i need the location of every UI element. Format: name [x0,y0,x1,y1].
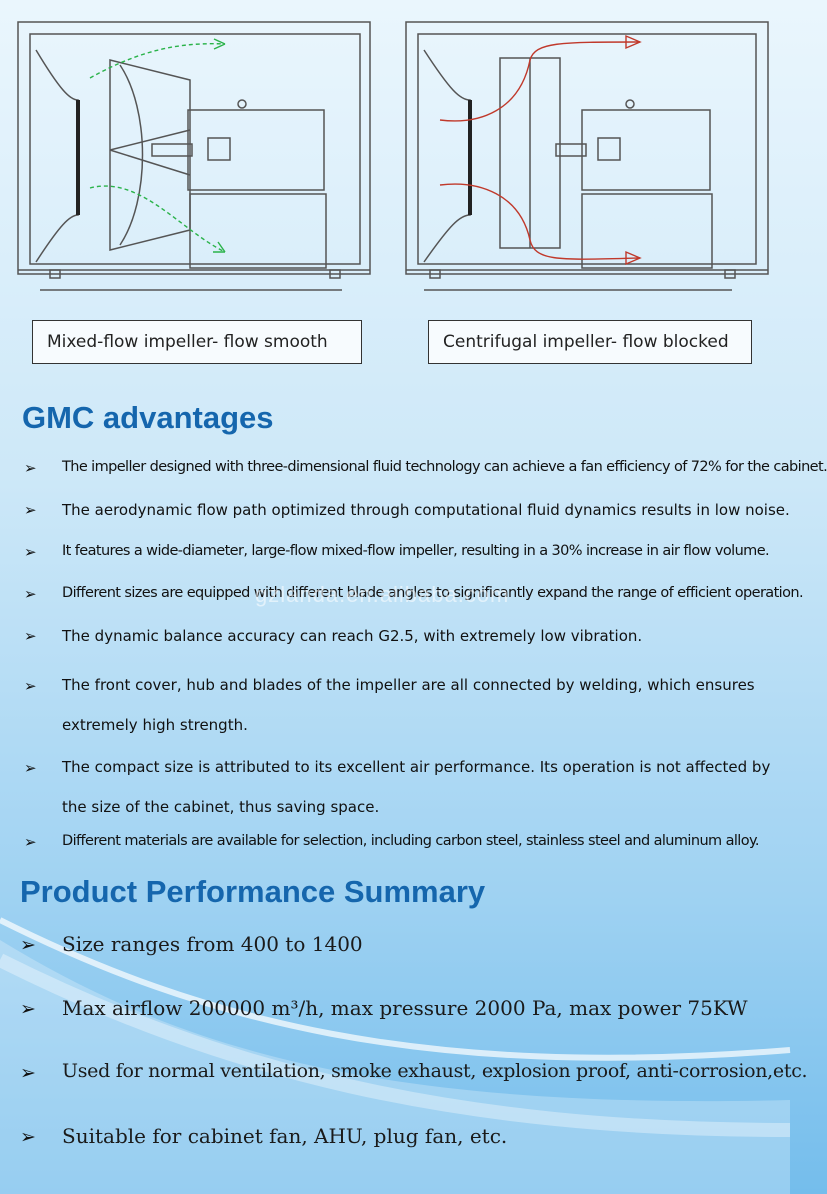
list-item-text: Different materials are available for se… [62,833,760,849]
list-item-text: The front cover, hub and blades of the i… [62,676,755,734]
arrowhead-bullet-icon: ➢ [24,543,37,561]
arrowhead-bullet-icon: ➢ [24,759,37,777]
list-item: ➢ Different sizes are equipped with diff… [0,581,804,623]
mixed-flow-caption: Mixed-flow impeller- flow smooth [32,320,362,364]
performance-summary-title: Product Performance Summary [20,874,486,909]
list-item-text: The dynamic balance accuracy can reach G… [62,627,643,645]
list-item: ➢ Suitable for cabinet fan, AHU, plug fa… [0,1120,790,1184]
list-item: ➢ Used for normal ventilation, smoke exh… [0,1056,808,1120]
arrowhead-bullet-icon: ➢ [20,934,36,956]
list-item-text: Used for normal ventilation, smoke exhau… [62,1060,808,1082]
list-item: ➢ The compact size is attributed to its … [0,747,790,829]
list-item: ➢ The front cover, hub and blades of the… [0,665,790,747]
list-item-text: The compact size is attributed to its ex… [62,758,771,816]
performance-list: ➢ Size ranges from 400 to 1400 ➢ Max air… [0,928,808,1184]
arrowhead-bullet-icon: ➢ [20,1062,36,1084]
watermark: gzlanda.en.alibaba.com [255,582,510,607]
mixed-flow-fan-drawing [17,21,371,291]
list-item-text: The impeller designed with three-dimensi… [62,459,827,475]
list-item-text: It features a wide-diameter, large-flow … [62,543,770,559]
gmc-advantages-list: ➢ The impeller designed with three-dimen… [0,455,827,869]
arrowhead-bullet-icon: ➢ [24,677,37,695]
list-item: ➢ The dynamic balance accuracy can reach… [0,623,790,665]
centrifugal-fan-drawing [405,21,769,291]
arrowhead-bullet-icon: ➢ [20,1126,36,1148]
list-item: ➢ Max airflow 200000 m³/h, max pressure … [0,992,790,1056]
list-item: ➢ It features a wide-diameter, large-flo… [0,539,790,581]
arrowhead-bullet-icon: ➢ [20,998,36,1020]
mixed-flow-caption-text: Mixed-flow impeller- flow smooth [47,332,328,352]
gmc-advantages-title: GMC advantages [22,400,274,435]
centrifugal-flow-arrows [439,34,642,266]
list-item-text: Max airflow 200000 m³/h, max pressure 20… [62,996,748,1020]
arrowhead-bullet-icon: ➢ [24,585,37,603]
arrowhead-bullet-icon: ➢ [24,501,37,519]
list-item: ➢ Different materials are available for … [0,829,790,869]
list-item-text: Different sizes are equipped with differ… [62,585,804,601]
arrowhead-bullet-icon: ➢ [24,627,37,645]
centrifugal-caption: Centrifugal impeller- flow blocked [428,320,752,364]
list-item: ➢ The impeller designed with three-dimen… [0,455,827,497]
list-item: ➢ The aerodynamic flow path optimized th… [0,497,790,539]
list-item-text: The aerodynamic flow path optimized thro… [62,501,790,519]
impeller-comparison-diagram [17,21,769,291]
arrowhead-bullet-icon: ➢ [24,833,37,851]
arrowhead-bullet-icon: ➢ [24,459,37,477]
mixed-flow-arrows [89,38,226,253]
list-item-text: Suitable for cabinet fan, AHU, plug fan,… [62,1124,508,1148]
centrifugal-caption-text: Centrifugal impeller- flow blocked [443,332,729,352]
list-item: ➢ Size ranges from 400 to 1400 [0,928,790,992]
list-item-text: Size ranges from 400 to 1400 [62,932,363,956]
